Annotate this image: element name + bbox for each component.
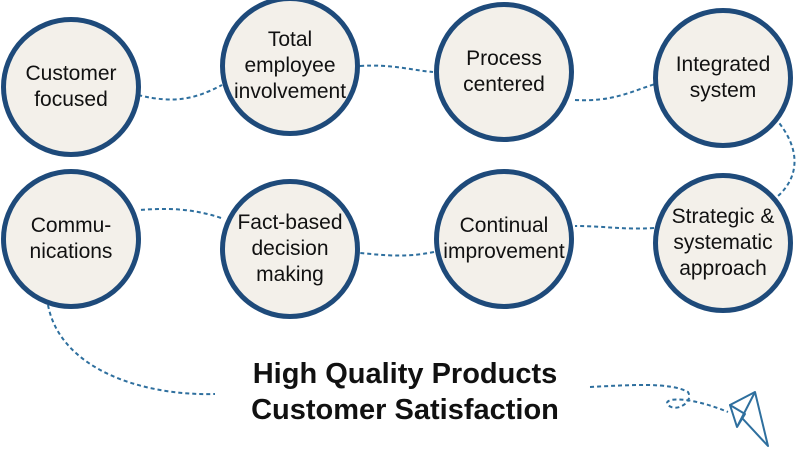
outcome-banner: High Quality Products Customer Satisfact… [200,356,610,428]
node-strategic-systematic-approach: Strategic & systematic approach [653,173,793,313]
node-customer-focused: Customer focused [1,17,141,157]
node-fact-based-decision-making: Fact-based decision making [220,179,360,319]
paper-plane-icon [729,391,769,447]
node-continual-improvement: Continual improvement [434,169,574,309]
node-label: Total employee involvement [233,28,347,103]
node-label: Strategic & systematic approach [671,205,775,280]
connector-customer-to-employee [137,84,223,101]
outcome-line-products: High Quality Products [252,358,558,390]
connector-integrated-to-strategic [774,117,796,197]
node-label: Process centered [463,47,545,96]
node-label: Customer focused [25,62,117,111]
node-label: Continual improvement [443,214,565,263]
connector-continual-to-fact [359,251,435,257]
node-label: Fact-based decision making [237,211,343,286]
node-integrated-system: Integrated system [653,8,793,148]
node-process-centered: Process centered [434,2,574,142]
connector-employee-to-process [359,64,434,73]
node-label: Integrated system [675,53,771,102]
connector-fact-to-communications [138,207,222,219]
node-communications: Commu- nications [1,169,141,309]
node-total-employee-involvement: Total employee involvement [220,0,360,136]
connector-strategic-to-continual [574,225,655,230]
connector-communications-to-outcome [47,304,216,396]
outcome-line-satisfaction: Customer Satisfaction [251,394,559,426]
node-label: Commu- nications [29,214,113,263]
connector-outcome-to-plane [589,383,729,413]
connector-process-to-integrated [574,83,656,102]
